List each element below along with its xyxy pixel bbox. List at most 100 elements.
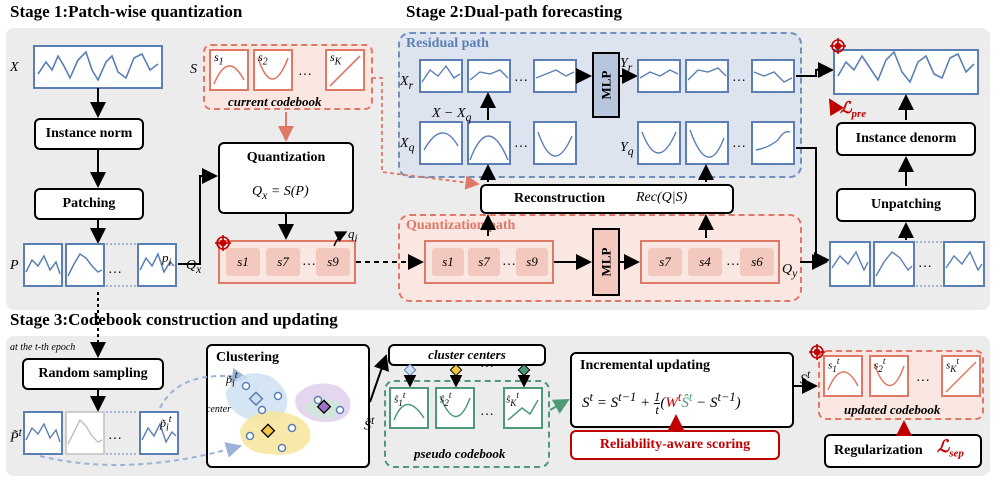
- xq-patches: [419, 121, 577, 165]
- cluster-pi-label: p̃it: [226, 370, 238, 390]
- target-icon: [809, 344, 825, 360]
- shat2-label: ŝ2t: [440, 390, 452, 408]
- qpath-out-ellipsis: …: [726, 254, 740, 269]
- p-label: P: [10, 258, 19, 273]
- reconstruction-label: Reconstruction: [514, 191, 605, 206]
- output-ellipsis: …: [918, 256, 932, 271]
- x-minus-xq: X − Xq: [432, 106, 472, 124]
- quantization-label: Quantization: [246, 150, 326, 165]
- yq-patches: [637, 121, 795, 165]
- center-label: center: [206, 404, 231, 415]
- updated-codebook-label: updated codebook: [844, 402, 941, 417]
- arrow-p-quant: [178, 168, 218, 265]
- patching-box: Patching: [34, 188, 144, 220]
- sampled-patches: [23, 411, 179, 455]
- output-patches: [829, 241, 985, 287]
- target-icon: [830, 38, 846, 54]
- p-tilde-label: P̃t: [10, 426, 22, 446]
- qy-label: Qy: [782, 262, 798, 280]
- yq-label: Yq: [620, 140, 634, 158]
- sample-to-cluster-link: [159, 367, 248, 409]
- codebook-to-reconstruction: [372, 77, 480, 190]
- s-hat-label: Ŝt: [364, 414, 375, 434]
- qpath-in-3: s9: [516, 248, 548, 276]
- sk-label: sK: [330, 50, 342, 68]
- qpath-out-3: s6: [740, 248, 774, 276]
- clustering-blobs: [226, 373, 351, 455]
- qpath-out-1: s7: [648, 248, 682, 276]
- xq-label: Xq: [400, 136, 415, 154]
- reliability-scoring-box: Reliability-aware scoring: [570, 430, 780, 460]
- arrow-yq-out: [796, 147, 830, 268]
- s2-label: s2: [258, 50, 268, 68]
- arrow-pseudo-update: [549, 399, 570, 414]
- current-codebook-label: current codebook: [228, 94, 322, 109]
- cluster-centers-box: cluster centers: [388, 344, 546, 366]
- pi-label: pi: [162, 250, 172, 269]
- rec-equation: Rec(Q|S): [636, 190, 688, 205]
- pseudo-codebook-region: [384, 380, 550, 468]
- yr-patches: [637, 59, 795, 93]
- yhat-signal: [837, 50, 975, 84]
- pseudo-codebook-entries: [389, 387, 543, 429]
- qpath-out-2: s4: [688, 248, 722, 276]
- stage2-title: Stage 2:Dual-path forecasting: [406, 2, 622, 21]
- epoch-note: at the t-th epoch: [10, 342, 76, 353]
- centers-ellipsis: …: [480, 356, 494, 371]
- p-patches: [23, 243, 177, 287]
- updated-ellipsis: …: [916, 370, 930, 385]
- sampled-ellipsis: …: [108, 428, 122, 443]
- pseudo-codebook-label: pseudo codebook: [414, 446, 506, 461]
- yhat-frame: [833, 49, 979, 95]
- updated-codebook-entries: [823, 355, 981, 397]
- s-t-label: St: [800, 368, 811, 388]
- regularization-box: Regularization: [824, 434, 982, 468]
- instance-norm-box: Instance norm: [34, 118, 144, 150]
- codebook-ellipsis: …: [298, 64, 312, 79]
- s-label: S: [190, 62, 197, 77]
- l-pre: ℒpre: [840, 100, 867, 121]
- updated-s2-label: s2t: [874, 356, 886, 374]
- regularization-label: Regularization: [834, 443, 923, 458]
- incremental-updating-label: Incremental updating: [580, 358, 711, 373]
- updated-s1-label: s1t: [828, 356, 840, 374]
- center-diamonds: [403, 363, 531, 377]
- pseudo-ellipsis: …: [480, 404, 494, 419]
- quantization-box: Quantization: [218, 142, 354, 214]
- x-signal-frame: [33, 45, 163, 89]
- xq-ellipsis: …: [514, 136, 528, 151]
- qpath-in-1: s1: [432, 248, 464, 276]
- xr-ellipsis: …: [514, 70, 528, 85]
- quantization-mlp: MLP: [592, 228, 620, 296]
- qx-label: Qx: [186, 258, 202, 276]
- stage1-title: Stage 1:Patch-wise quantization: [10, 2, 243, 21]
- qi-label: qi: [348, 226, 358, 245]
- qx-code-3: s9: [316, 248, 350, 276]
- codebook-entries: [209, 49, 365, 91]
- p-ellipsis: …: [108, 262, 122, 277]
- arrow-clustering-centers: [369, 354, 389, 403]
- s1-label: s1: [214, 50, 224, 68]
- yhat-label: Ŷ: [816, 66, 824, 81]
- l-pre-arrow: [828, 98, 845, 117]
- random-sampling-box: Random sampling: [22, 358, 164, 390]
- target-icon: [215, 235, 231, 251]
- l-sep: ℒsep: [937, 437, 964, 460]
- qx-equation: Qx = S(P): [252, 184, 309, 202]
- stage3-title: Stage 3:Codebook construction and updati…: [10, 310, 338, 329]
- x-label: X: [10, 60, 19, 75]
- arrow-yr-yhat: [796, 62, 834, 78]
- yr-ellipsis: …: [732, 70, 746, 85]
- xr-patches: [419, 59, 577, 93]
- qpath-in-ellipsis: …: [502, 254, 516, 269]
- qx-code-1: s1: [226, 248, 260, 276]
- x-signal: [37, 50, 159, 82]
- yq-ellipsis: …: [732, 136, 746, 151]
- yr-label: Yr: [620, 56, 633, 74]
- shat1-label: ŝ1t: [394, 390, 406, 408]
- residual-path-label: Residual path: [406, 36, 489, 51]
- shatk-label: ŝKt: [506, 390, 519, 408]
- pi-tilde-label: p̃it: [160, 414, 172, 434]
- instance-denorm-box: Instance denorm: [836, 122, 976, 156]
